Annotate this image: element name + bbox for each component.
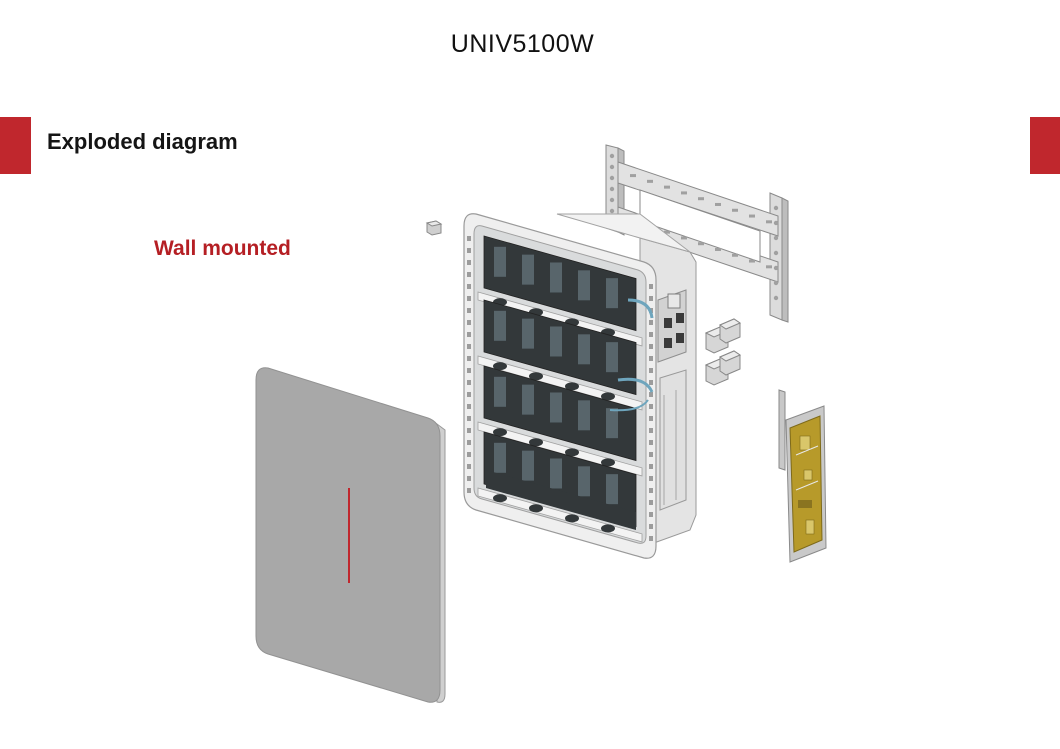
battery-module-housing: [463, 213, 697, 559]
bms-circuit-board: [778, 389, 827, 563]
section-heading: Exploded diagram: [47, 129, 238, 154]
terminal-connectors: [704, 318, 742, 386]
front-cover-panel: [255, 367, 446, 703]
mounting-type-label: Wall mounted: [154, 237, 291, 260]
page-title: UNIV5100W: [450, 30, 595, 58]
accent-bar-left: [0, 117, 31, 174]
screw-cap: [425, 220, 443, 236]
wall-mounting-bracket: [605, 144, 789, 323]
accent-bar-right: [1030, 117, 1060, 174]
